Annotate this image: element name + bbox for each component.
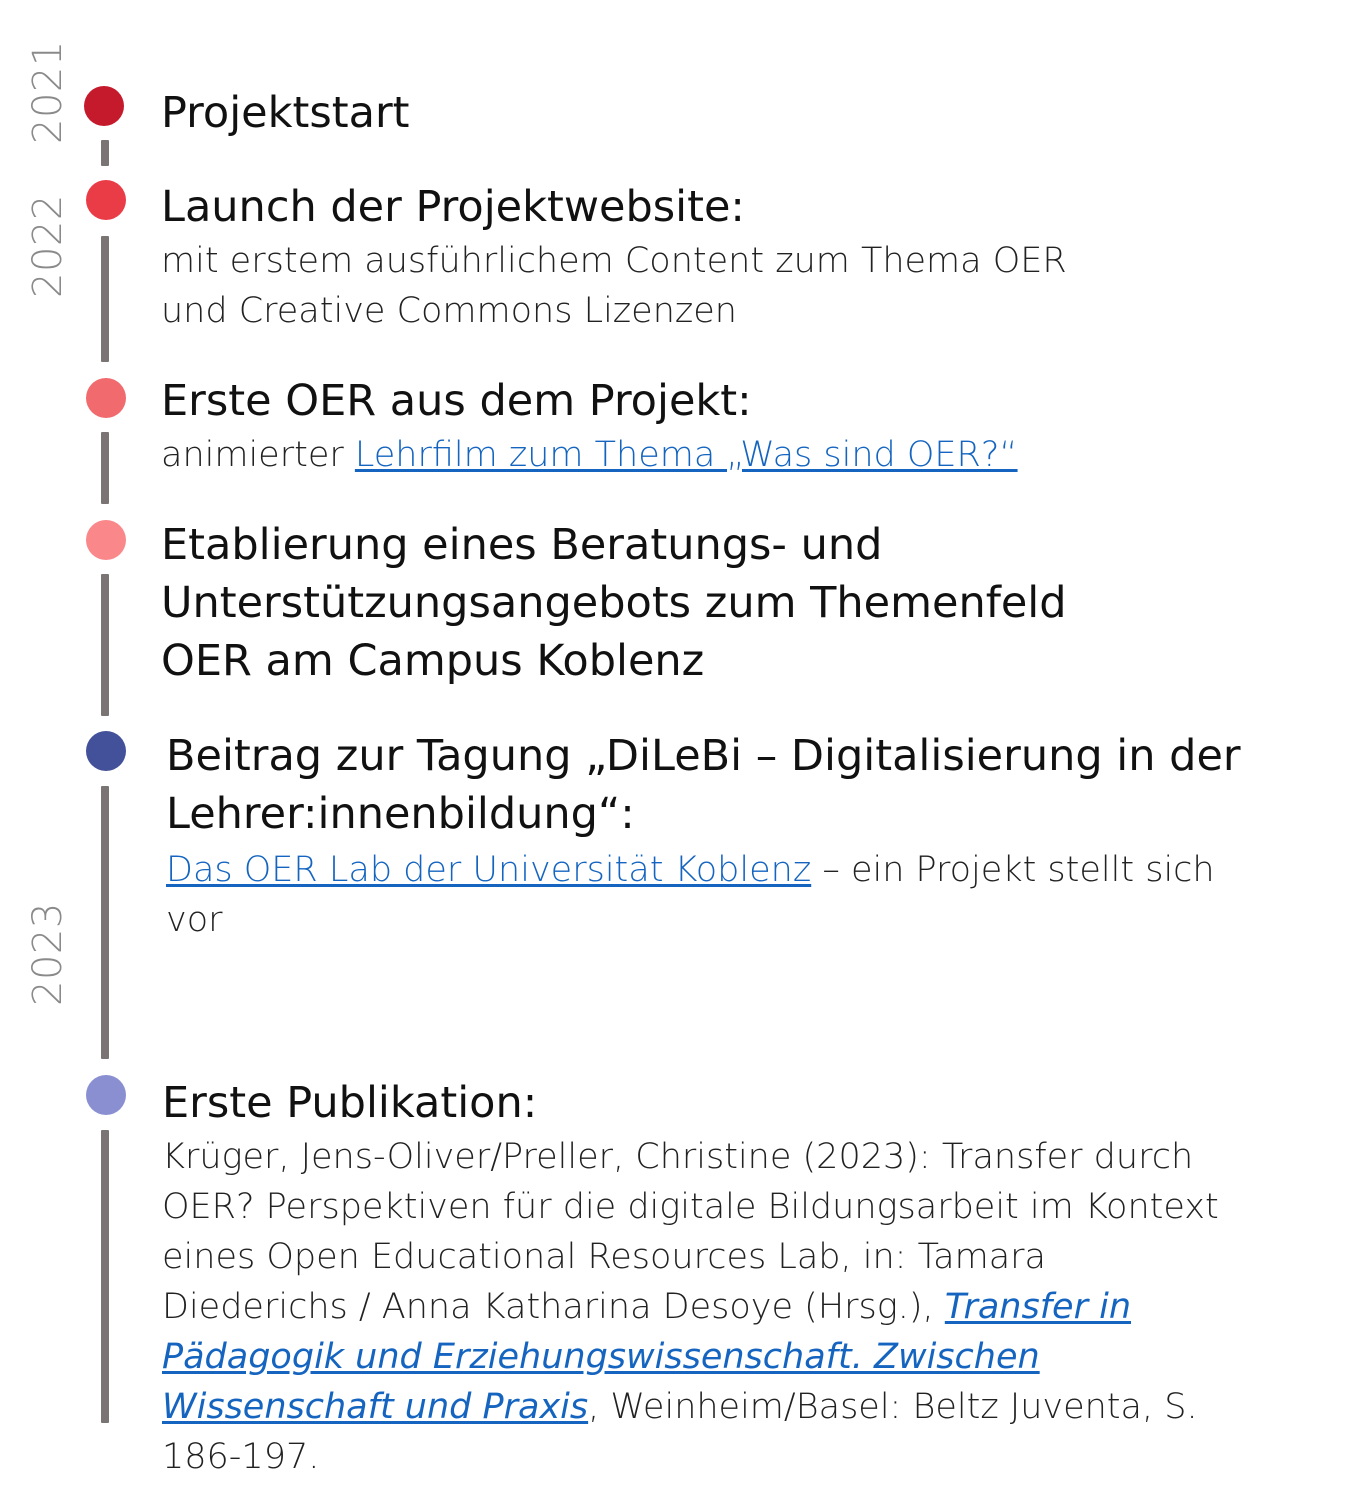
- timeline-line-1: [101, 140, 109, 166]
- citation-text: Diederichs / Anna Katharina Desoye (Hrsg…: [162, 1287, 945, 1327]
- lehrfilm-link[interactable]: Lehrfilm zum Thema „Was sind OER?“: [354, 435, 1018, 475]
- entry-title-line: Lehrer:innenbildung“:: [166, 789, 635, 839]
- entry-title: Erste Publikation:: [162, 1078, 538, 1128]
- publication-link[interactable]: Wissenschaft und Praxis: [162, 1387, 589, 1427]
- entry-title-line: Etablierung eines Beratungs- und: [161, 520, 883, 570]
- entry-title: Projektstart: [161, 88, 410, 138]
- entry-description: animierter Lehrfilm zum Thema „Was sind …: [161, 430, 1341, 480]
- citation-line: eines Open Educational Resources Lab, in…: [162, 1237, 1047, 1277]
- year-label-2021: 2021: [25, 40, 71, 144]
- description-suffix: – ein Projekt stellt sich: [811, 850, 1215, 890]
- citation-line: Diederichs / Anna Katharina Desoye (Hrsg…: [162, 1282, 1342, 1332]
- entry-description: Das OER Lab der Universität Koblenz – ei…: [166, 845, 1346, 895]
- year-label-2023: 2023: [25, 902, 71, 1006]
- entry-title-line: OER am Campus Koblenz: [161, 636, 705, 686]
- entry-title: Launch der Projektwebsite:: [161, 182, 745, 232]
- entry-description-line: und Creative Commons Lizenzen: [161, 291, 737, 331]
- entry-title-line: Unterstützungsangebots zum Themenfeld: [161, 578, 1067, 628]
- year-label-2022: 2022: [25, 194, 71, 298]
- publication-link[interactable]: Pädagogik und Erziehungswissenschaft. Zw…: [162, 1337, 1040, 1377]
- citation-line: Wissenschaft und Praxis, Weinheim/Basel:…: [162, 1382, 1342, 1432]
- timeline-dot-projektstart: [84, 86, 124, 126]
- timeline-dot-tagung: [86, 731, 126, 771]
- entry-description-line: mit erstem ausführlichem Content zum The…: [161, 241, 1067, 281]
- publication-link[interactable]: Transfer in: [944, 1287, 1132, 1327]
- oer-lab-link[interactable]: Das OER Lab der Universität Koblenz: [166, 850, 812, 890]
- citation-line: 186-197.: [162, 1437, 320, 1477]
- timeline-line-2: [101, 236, 109, 362]
- timeline-line-3: [101, 432, 109, 504]
- timeline-dot-publikation: [86, 1075, 126, 1115]
- citation-text: , Weinheim/Basel: Beltz Juventa, S.: [588, 1387, 1198, 1427]
- timeline-dot-website-launch: [86, 180, 126, 220]
- entry-description-line: vor: [166, 900, 223, 940]
- citation-line: Pädagogik und Erziehungswissenschaft. Zw…: [162, 1332, 1342, 1382]
- timeline-line-6: [101, 1130, 109, 1423]
- citation-line: OER? Perspektiven für die digitale Bildu…: [162, 1187, 1219, 1227]
- timeline-entry-erste-oer: Erste OER aus dem Projekt: animierter Le…: [161, 372, 1341, 480]
- timeline-entry-website-launch: Launch der Projektwebsite: mit erstem au…: [161, 178, 1341, 336]
- timeline-entry-publikation: Erste Publikation: Krüger, Jens-Oliver/P…: [162, 1074, 1342, 1482]
- timeline-line-4: [101, 574, 109, 716]
- entry-title-line: Beitrag zur Tagung „DiLeBi – Digitalisie…: [166, 731, 1241, 781]
- timeline-entry-projektstart: Projektstart: [161, 84, 1341, 142]
- timeline-entry-tagung: Beitrag zur Tagung „DiLeBi – Digitalisie…: [166, 727, 1346, 945]
- description-prefix: animierter: [161, 435, 355, 475]
- timeline-dot-beratungsangebot: [86, 520, 126, 560]
- timeline-entry-beratungsangebot: Etablierung eines Beratungs- und Unterst…: [161, 516, 1341, 690]
- timeline-line-5: [101, 786, 109, 1059]
- entry-title: Erste OER aus dem Projekt:: [161, 376, 752, 426]
- citation-line: Krüger, Jens-Oliver/Preller, Christine (…: [162, 1137, 1194, 1177]
- timeline-dot-erste-oer: [86, 378, 126, 418]
